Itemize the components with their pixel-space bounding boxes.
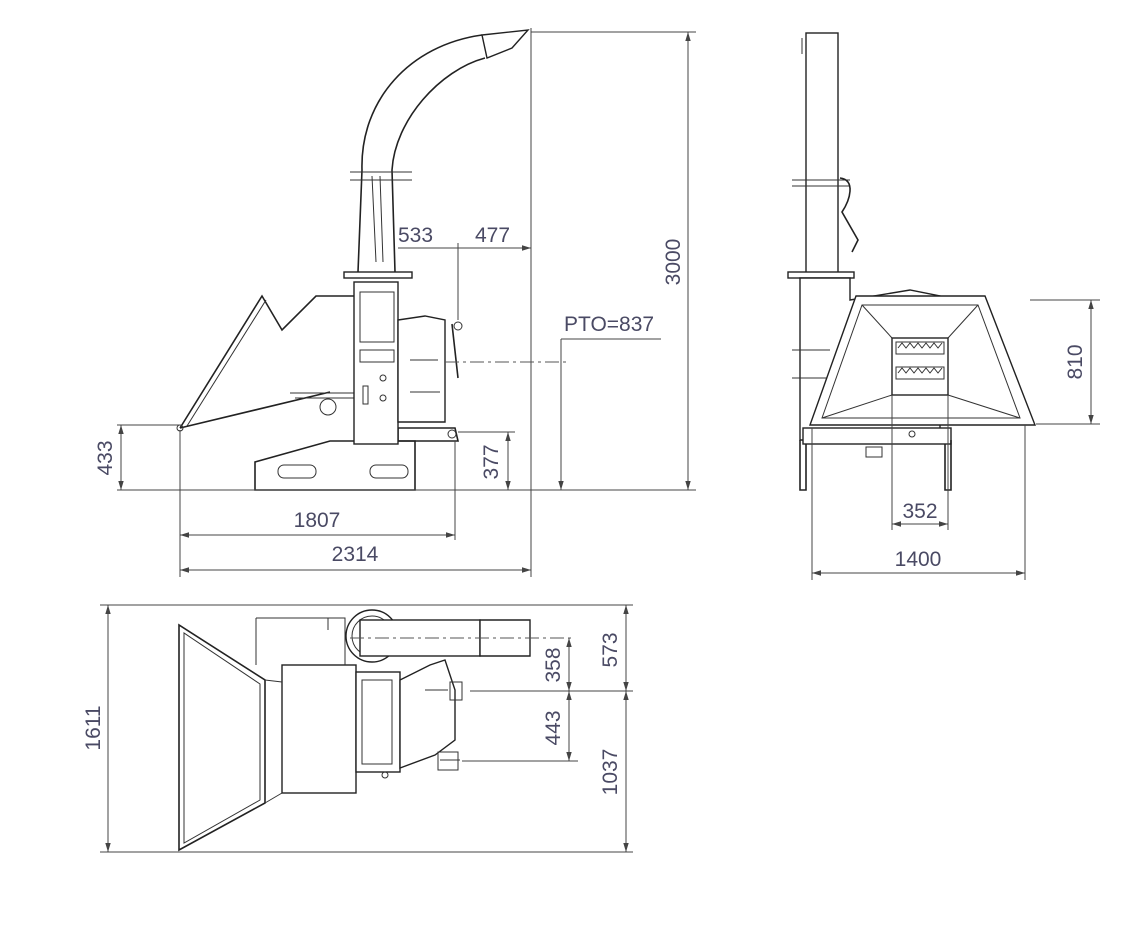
top-body (355, 671, 401, 773)
chute-deflector (481, 29, 530, 59)
discharge-tube (357, 169, 396, 273)
dim-443: 443 (542, 710, 565, 745)
dim-1400: 1400 (895, 548, 942, 571)
dim-1611: 1611 (82, 705, 105, 750)
flywheel-cover (397, 315, 446, 423)
hitch-pin (447, 429, 457, 439)
dim-477: 477 (475, 224, 510, 247)
dim-pto: PTO=837 (564, 313, 654, 336)
dim-1037: 1037 (599, 749, 622, 796)
dim-2314: 2314 (332, 543, 379, 566)
dim-433: 433 (94, 440, 117, 475)
front-frame (802, 427, 952, 445)
turntable-plate (343, 271, 413, 279)
deflector-lever (839, 177, 859, 253)
skid-slot (277, 464, 317, 479)
dim-352: 352 (902, 500, 937, 523)
top-hopper-box (281, 664, 357, 794)
feed-roller-upper (895, 341, 945, 355)
discharge-chute (361, 34, 486, 171)
feed-hopper (179, 294, 358, 429)
hitch-bar (397, 427, 460, 442)
dim-1807: 1807 (294, 509, 341, 532)
front-discharge-tube (805, 32, 839, 276)
dim-573: 573 (599, 632, 622, 667)
chipper-housing (353, 281, 399, 445)
front-view: 810 352 1400 (787, 32, 1100, 580)
dim-358: 358 (542, 647, 565, 682)
feed-roller-lower (895, 366, 945, 380)
handle (362, 385, 369, 405)
dim-377: 377 (480, 444, 503, 479)
roller-wheel (319, 398, 337, 416)
front-leg-left (799, 440, 807, 491)
dim-533: 533 (398, 224, 433, 247)
skid-slot (369, 464, 409, 479)
side-view: 533 477 3000 PTO=837 433 377 1807 2314 (94, 28, 696, 577)
dim-3000: 3000 (662, 239, 685, 286)
dim-810: 810 (1064, 344, 1087, 379)
top-flywheel (399, 659, 456, 770)
top-view: 1611 358 443 573 1037 (82, 604, 633, 853)
